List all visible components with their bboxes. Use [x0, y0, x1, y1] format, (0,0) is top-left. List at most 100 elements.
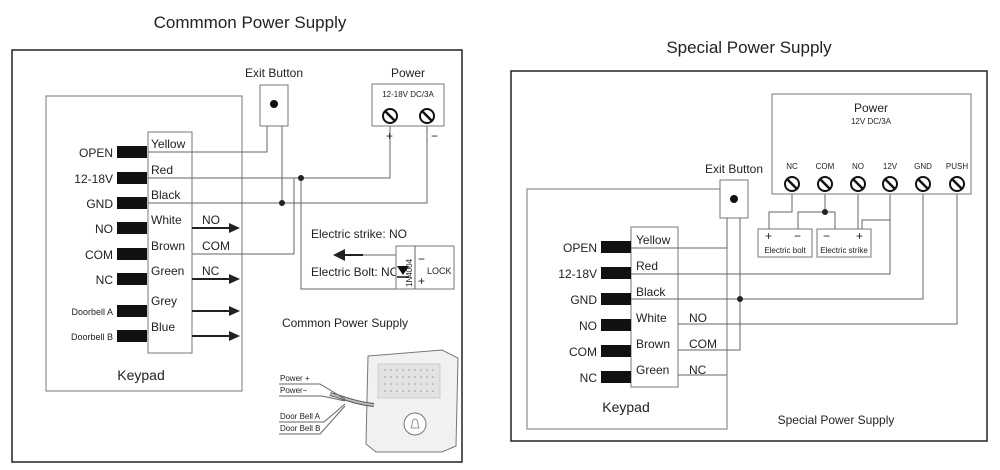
common-power-screws — [382, 108, 435, 124]
special-strike-minus: − — [823, 229, 830, 243]
special-wire-yellow: Yellow — [636, 233, 671, 247]
common-label-com: COM — [85, 248, 113, 262]
doorbell-illustration — [329, 349, 459, 453]
special-label-com: COM — [569, 345, 597, 359]
special-power-label: Power — [854, 101, 888, 115]
common-power-minus: − — [431, 129, 438, 143]
special-power-term-push: PUSH — [946, 162, 968, 171]
common-label-gnd: GND — [86, 197, 113, 211]
common-terminal-com — [117, 248, 147, 260]
special-terminal-gnd — [601, 293, 631, 305]
common-terminal-gnd — [117, 197, 147, 209]
special-heading: Special Power Supply — [666, 38, 832, 57]
common-power-supply-diagram: Commmon Power Supply Keypad OPEN 12-18V … — [11, 13, 463, 463]
common-output-no: NO — [202, 213, 220, 227]
common-diode-symbol — [397, 266, 409, 275]
common-exit-button-dot — [270, 100, 278, 108]
special-power-term-gnd: GND — [914, 162, 932, 171]
common-output-nc: NC — [202, 264, 220, 278]
common-frame — [11, 49, 463, 463]
common-keypad-terminal-strip — [147, 131, 193, 354]
special-power-supply-diagram: Special Power Supply Keypad OPEN 12-18V … — [510, 38, 988, 442]
common-wire-red: Red — [151, 163, 173, 177]
special-output-com: COM — [689, 337, 717, 351]
special-power-term-no: NO — [852, 162, 864, 171]
common-lock-label: LOCK — [427, 266, 452, 276]
special-power-term-nc: NC — [786, 162, 798, 171]
special-power-term-com: COM — [816, 162, 835, 171]
special-wire-white: White — [636, 311, 667, 325]
common-label-nc: NC — [96, 273, 114, 287]
special-keypad-label: Keypad — [602, 399, 649, 415]
common-power-rating: 12-18V DC/3A — [382, 90, 434, 99]
common-wire-grey: Grey — [151, 294, 177, 308]
special-caption: Special Power Supply — [778, 413, 895, 427]
special-frame — [510, 70, 988, 442]
doorbell-wire-a: Door Bell A — [280, 412, 321, 421]
special-keypad — [526, 188, 728, 430]
special-wire-brown: Brown — [636, 337, 670, 351]
common-wire-yellow: Yellow — [151, 137, 186, 151]
common-label-doorbell-a: Doorbell A — [71, 307, 113, 317]
common-power-plus: + — [386, 129, 393, 143]
common-keypad-label: Keypad — [117, 367, 164, 383]
special-wire-green: Green — [636, 363, 669, 377]
common-terminal-open — [117, 146, 147, 158]
special-label-no: NO — [579, 319, 597, 333]
common-power-label: Power — [391, 66, 425, 80]
special-bolt-plus: + — [765, 229, 772, 243]
common-terminal-nc — [117, 273, 147, 285]
common-diode-label: 1N4004 — [405, 258, 414, 287]
special-terminal-nc — [601, 371, 631, 383]
common-terminal-no — [117, 222, 147, 234]
common-output-arrows — [192, 223, 363, 341]
common-lock-minus: − — [418, 252, 425, 266]
common-heading: Commmon Power Supply — [154, 13, 347, 32]
special-exit-button-dot — [730, 195, 738, 203]
common-wire-white: White — [151, 213, 182, 227]
special-exit-button-label: Exit Button — [705, 162, 763, 176]
special-wire-black: Black — [636, 285, 666, 299]
special-terminal-12-18v — [601, 267, 631, 279]
common-label-no: NO — [95, 222, 113, 236]
common-label-12-18v: 12-18V — [74, 172, 113, 186]
doorbell-wire-power-plus: Power + — [280, 374, 310, 383]
special-output-nc: NC — [689, 363, 707, 377]
common-label-open: OPEN — [79, 146, 113, 160]
common-terminal-doorbell-b — [117, 330, 147, 342]
common-label-doorbell-b: Doorbell B — [71, 332, 113, 342]
special-electric-strike — [816, 228, 872, 258]
special-wire-red: Red — [636, 259, 658, 273]
common-strike-label: Electric strike: NO — [311, 227, 407, 241]
common-bolt-label: Electric Bolt: NC — [311, 265, 399, 279]
special-label-12-18v: 12-18V — [558, 267, 597, 281]
common-wire-brown: Brown — [151, 239, 185, 253]
special-keypad-terminal-strip — [630, 226, 679, 388]
special-power-term-12v: 12V — [883, 162, 898, 171]
common-terminal-doorbell-a — [117, 305, 147, 317]
common-wire-blue: Blue — [151, 320, 175, 334]
special-strike-label: Electric strike — [820, 246, 868, 255]
special-terminal-open — [601, 241, 631, 253]
special-terminal-no — [601, 319, 631, 331]
special-output-no: NO — [689, 311, 707, 325]
doorbell-wire-b: Door Bell B — [280, 424, 320, 433]
special-label-nc: NC — [580, 371, 598, 385]
common-caption: Common Power Supply — [282, 316, 408, 330]
doorbell-wires — [279, 383, 346, 435]
special-label-gnd: GND — [570, 293, 597, 307]
special-wiring — [631, 194, 958, 376]
common-wire-black: Black — [151, 188, 181, 202]
special-terminal-com — [601, 345, 631, 357]
special-label-open: OPEN — [563, 241, 597, 255]
special-power-rating: 12V DC/3A — [851, 117, 892, 126]
common-terminal-12-18v — [117, 172, 147, 184]
doorbell-wire-power-minus: Power− — [280, 386, 308, 395]
special-bolt-label: Electric bolt — [764, 246, 806, 255]
special-power-box — [771, 93, 972, 195]
special-bolt-minus: − — [794, 229, 801, 243]
special-strike-plus: + — [856, 229, 863, 243]
special-electric-bolt — [757, 228, 813, 258]
common-output-com: COM — [202, 239, 230, 253]
special-power-screws — [784, 176, 965, 192]
